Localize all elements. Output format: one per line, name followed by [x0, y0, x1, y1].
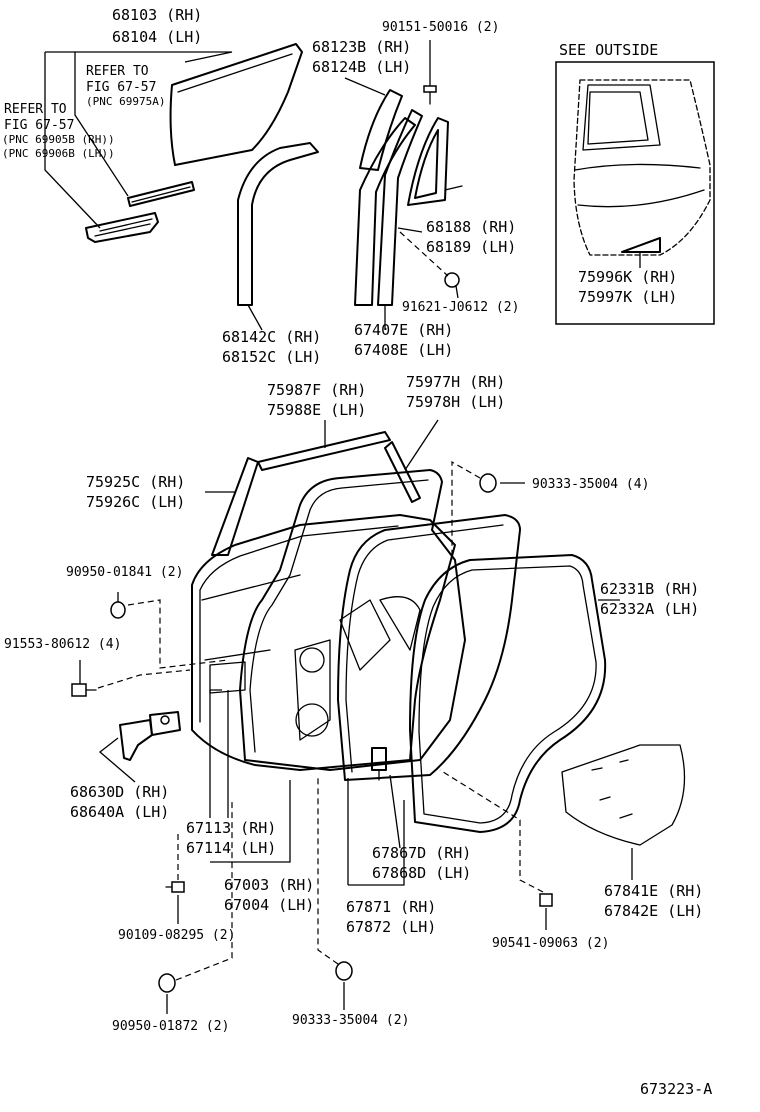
- label-90950-bottom: 90950-01872 (2): [112, 1019, 229, 1034]
- label-75997k: 75997K (LH): [578, 288, 677, 306]
- label-91621: 91621-J0612 (2): [402, 300, 519, 315]
- glass-run-illustration: [237, 142, 319, 306]
- door-hinge-illustration: [119, 711, 181, 761]
- label-refer-b-3: (PNC 69905B (RH)): [2, 133, 115, 146]
- door-lock-striker-illustration: [371, 747, 387, 781]
- label-62332a: 62332A (LH): [600, 600, 699, 618]
- label-90541: 90541-09063 (2): [492, 936, 609, 951]
- label-90151: 90151-50016 (2): [382, 20, 499, 35]
- upper-moulding-75987f-illustration: [257, 431, 391, 471]
- label-68124b: 68124B (LH): [312, 58, 411, 76]
- see-outside-box: [555, 61, 715, 325]
- label-75996k: 75996K (RH): [578, 268, 677, 286]
- leader-68630d: [98, 737, 136, 783]
- leader-91621: [455, 285, 459, 299]
- label-68152c: 68152C (LH): [222, 348, 321, 366]
- leader-67871: [347, 778, 405, 886]
- outside-door-view-illustration: [573, 79, 711, 256]
- diagram-id: 673223-A: [640, 1080, 712, 1098]
- front-moulding-75925c-illustration: [211, 457, 259, 556]
- plug-90333-bottom-icon: [335, 961, 353, 981]
- label-refer-a-1: REFER TO: [86, 64, 149, 79]
- label-90950-top: 90950-01841 (2): [66, 565, 183, 580]
- leader-refer-b: [44, 52, 101, 229]
- label-68103: 68103 (RH): [112, 6, 202, 24]
- label-see-outside: SEE OUTSIDE: [559, 41, 658, 59]
- leader-68103: [45, 51, 233, 63]
- leader-68188: [397, 227, 423, 233]
- bolt-91553-icon: [71, 683, 97, 697]
- service-hole-cover-illustration: [561, 744, 686, 846]
- leader-67867d: [389, 774, 401, 849]
- label-67408e: 67408E (LH): [354, 341, 453, 359]
- bolt-90541-icon: [539, 893, 553, 907]
- belt-moulding-outer-illustration: [85, 212, 159, 243]
- label-75978h: 75978H (LH): [406, 393, 505, 411]
- label-67407e: 67407E (RH): [354, 321, 453, 339]
- label-75988e: 75988E (LH): [267, 401, 366, 419]
- label-68640a: 68640A (LH): [70, 803, 169, 821]
- leader-68142c: [247, 304, 263, 331]
- plug-90950-top-icon: [110, 601, 126, 619]
- plug-90333-top-icon: [479, 473, 497, 493]
- door-panel-67003-illustration: [191, 514, 456, 771]
- belt-moulding-inner-illustration: [127, 181, 195, 207]
- door-inner-seal-illustration: [337, 514, 521, 781]
- label-67871: 67871 (RH): [346, 898, 436, 916]
- label-68123b: 68123B (RH): [312, 38, 411, 56]
- label-68142c: 68142C (RH): [222, 328, 321, 346]
- label-refer-b-1: REFER TO: [4, 102, 67, 117]
- bolt-90109-icon: [165, 881, 185, 893]
- leader-67003: [210, 780, 291, 863]
- label-67841e: 67841E (RH): [604, 882, 703, 900]
- label-90333-top: 90333-35004 (4): [532, 477, 649, 492]
- weatherstrip-62331b-illustration: [409, 554, 607, 833]
- screw-90151-icon: [423, 85, 437, 105]
- label-67004: 67004 (LH): [224, 896, 314, 914]
- label-refer-b-4: (PNC 69906B (LH)): [2, 147, 115, 160]
- plug-90950-bottom-icon: [158, 973, 176, 993]
- label-68104: 68104 (LH): [112, 28, 202, 46]
- label-68189: 68189 (LH): [426, 238, 516, 256]
- label-67867d: 67867D (RH): [372, 844, 471, 862]
- label-68630d: 68630D (RH): [70, 783, 169, 801]
- label-67868d: 67868D (LH): [372, 864, 471, 882]
- dash-90333-bottom: [317, 775, 339, 965]
- label-67842e: 67842E (LH): [604, 902, 703, 920]
- leader-67113-a: [209, 689, 222, 818]
- label-91553: 91553-80612 (4): [4, 637, 121, 652]
- door-glass-illustration: [169, 43, 303, 166]
- label-refer-a-3: (PNC 69975A): [86, 95, 165, 108]
- dash-90950-bottom: [175, 800, 233, 981]
- leader-75977h: [404, 419, 439, 471]
- label-67113: 67113 (RH): [186, 819, 276, 837]
- label-90333-bottom: 90333-35004 (2): [292, 1013, 409, 1028]
- label-68188: 68188 (RH): [426, 218, 516, 236]
- division-bar-illustration: [354, 89, 423, 306]
- label-67114: 67114 (LH): [186, 839, 276, 857]
- dash-91553: [97, 669, 191, 689]
- label-75925c: 75925C (RH): [86, 473, 185, 491]
- label-62331b: 62331B (RH): [600, 580, 699, 598]
- label-67003: 67003 (RH): [224, 876, 314, 894]
- door-frame-67113-illustration: [239, 469, 466, 771]
- label-90109: 90109-08295 (2): [118, 928, 235, 943]
- label-67872: 67872 (LH): [346, 918, 436, 936]
- screw-91621-icon: [399, 231, 460, 288]
- label-75987f: 75987F (RH): [267, 381, 366, 399]
- label-refer-b-2: FIG 67-57: [4, 118, 74, 133]
- leader-68123b: [344, 77, 386, 96]
- rear-moulding-75977h-illustration: [384, 441, 421, 503]
- quarter-window-glass-illustration: [407, 117, 463, 206]
- label-refer-a-2: FIG 67-57: [86, 80, 156, 95]
- label-75977h: 75977H (RH): [406, 373, 505, 391]
- label-75926c: 75926C (LH): [86, 493, 185, 511]
- dash-90950-top: [127, 599, 229, 669]
- dash-90333-top: [451, 460, 481, 560]
- dash-90541: [439, 769, 544, 893]
- leader-refer-a: [74, 52, 129, 197]
